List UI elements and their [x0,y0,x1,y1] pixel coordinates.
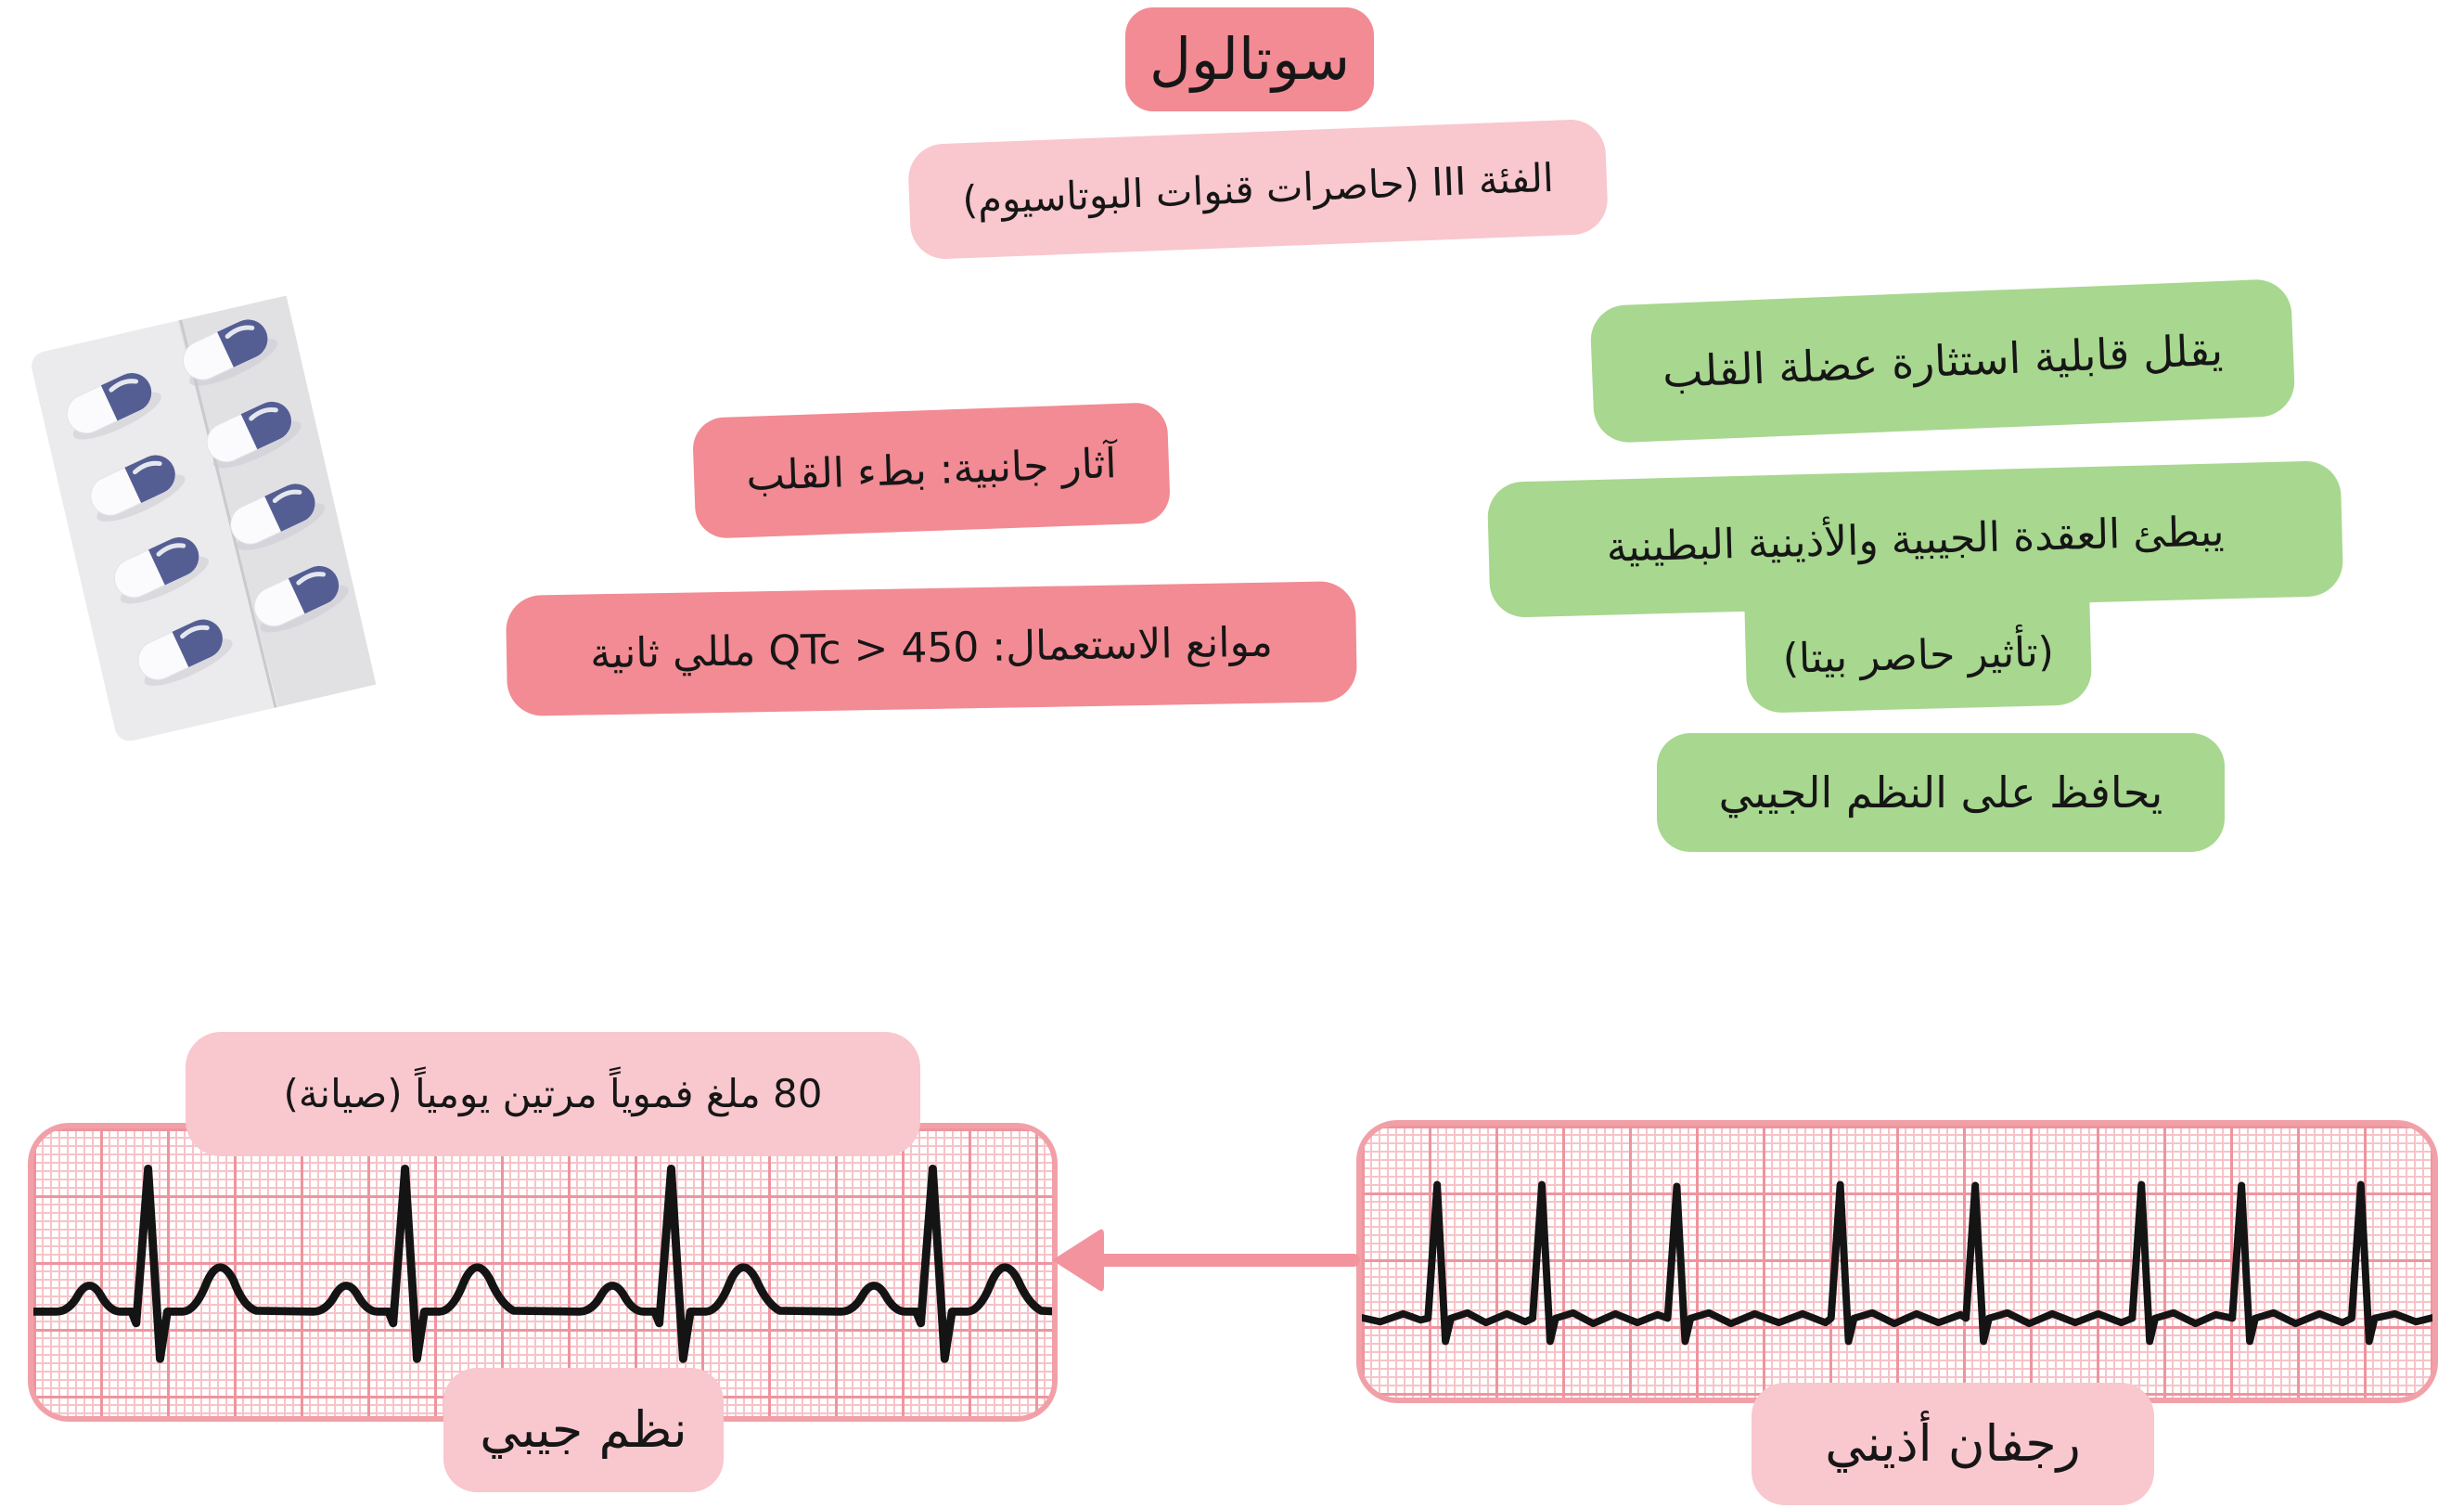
afib-text: رجفان أذيني [1825,1413,2081,1473]
capsule-icon [90,455,186,522]
capsule-icon [137,619,233,686]
capsule-icon [230,483,326,550]
ecg-strip-afib [1356,1120,2438,1403]
capsule-icon [183,318,278,386]
ecg-trace-sinus [33,1164,1052,1363]
left-arrow [1052,1229,1360,1292]
capsule-icon [206,401,302,469]
effect-sinus-rhythm-text: يحافظ على النظم الجيبي [1718,767,2163,818]
sinus-rhythm-text: نظم جيبي [480,1399,687,1459]
effect-excitability-text: يقلل قابلية استثارة عضلة القلب [1661,324,2224,397]
drug-name-text: سوتالول [1149,25,1351,94]
drug-class-bubble: الفئة III (حاصرات قنوات البوتاسيوم) [906,118,1610,261]
drug-class-text: الفئة III (حاصرات قنوات البوتاسيوم) [961,154,1555,224]
drug-name-bubble: سوتالول [1125,7,1375,111]
capsule-icon [253,565,349,633]
sinus-rhythm-label: نظم جيبي [443,1368,724,1492]
ecg-trace-afib [1362,1180,2432,1346]
effect-bubble-sinus-rhythm: يحافظ على النظم الجيبي [1657,733,2225,852]
side-effects-bubble: آثار جانبية: بطء القلب [691,402,1172,539]
side-effects-text: آثار جانبية: بطء القلب [745,439,1118,500]
pill-blister-pack-illustration [32,295,377,741]
effect-nodes-line2: (تأثير حاصر بيتا) [1744,597,2093,714]
contraindication-text: موانع الاستعمال: QTc > 450 مللي ثانية [589,618,1274,678]
capsule-icon [113,536,209,604]
dose-text: 80 ملغ فموياً مرتين يومياً (صيانة) [283,1070,823,1116]
contraindication-bubble: موانع الاستعمال: QTc > 450 مللي ثانية [505,581,1358,716]
effect-bubble-nodes: يبطئ العقدة الجيبية والأذينية البطينية (… [1486,460,2346,720]
capsule-icon [66,372,161,440]
effect-nodes-line1: يبطئ العقدة الجيبية والأذينية البطينية [1486,460,2344,619]
afib-label: رجفان أذيني [1752,1383,2154,1505]
dose-bubble: 80 ملغ فموياً مرتين يومياً (صيانة) [186,1032,920,1156]
effect-bubble-excitability: يقلل قابلية استثارة عضلة القلب [1589,277,2296,445]
